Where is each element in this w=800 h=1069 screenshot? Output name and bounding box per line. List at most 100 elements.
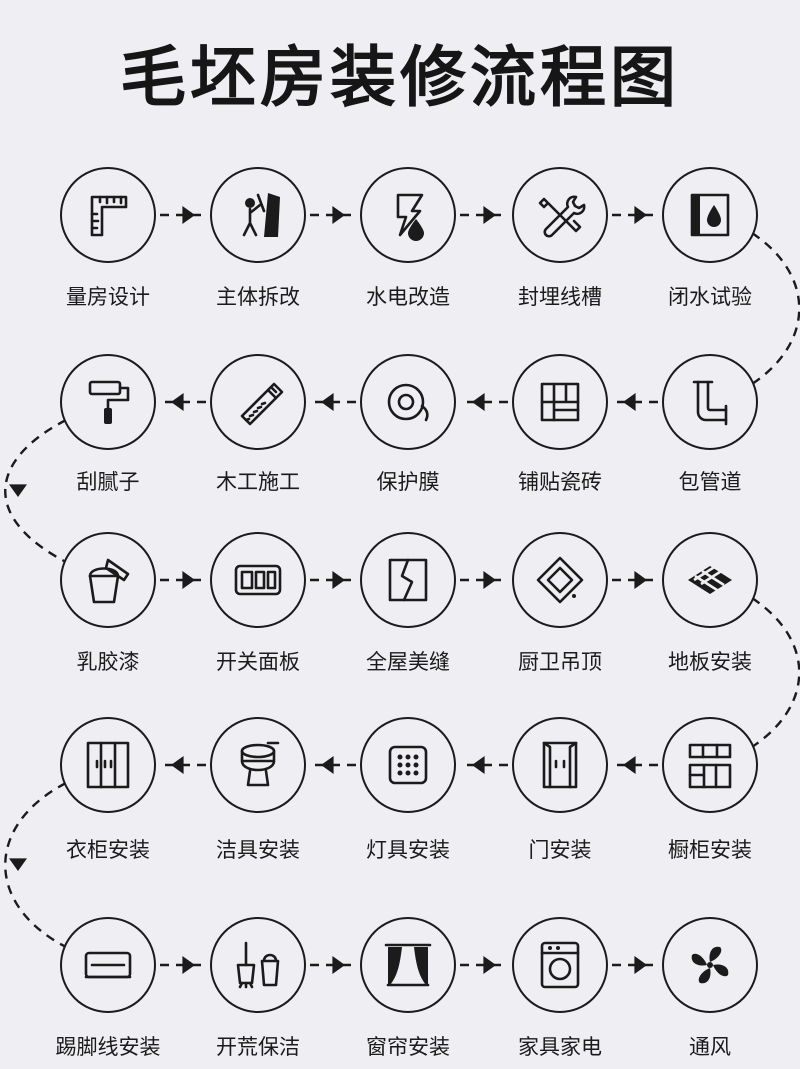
step-node — [210, 354, 306, 450]
waterproof-icon — [690, 193, 730, 237]
arrow-right-icon — [332, 206, 345, 224]
step-node — [662, 354, 758, 450]
water-electric-icon — [396, 193, 424, 241]
curtain-icon — [384, 943, 432, 987]
page-title: 毛坯房装修流程图 — [120, 39, 680, 116]
washing-machine-icon — [540, 941, 580, 989]
kitchen-cabinet-icon — [688, 743, 732, 789]
step-label: 灯具安装 — [366, 838, 450, 862]
cleaning-icon — [236, 941, 280, 989]
step-label: 洁具安装 — [216, 838, 300, 862]
step-node — [662, 717, 758, 813]
step-node — [512, 532, 608, 628]
step-node — [360, 917, 456, 1013]
switch-panel-icon — [234, 564, 282, 596]
step-label: 量房设计 — [66, 285, 150, 309]
step-node — [60, 717, 156, 813]
step-node — [210, 532, 306, 628]
arrow-left-icon — [321, 756, 334, 774]
arrow-left-icon — [472, 756, 485, 774]
step-node — [360, 354, 456, 450]
tools-icon — [538, 195, 586, 238]
step-label: 闭水试验 — [668, 285, 752, 309]
step-node — [512, 917, 608, 1013]
step-label: 衣柜安装 — [66, 838, 150, 862]
step-node — [60, 917, 156, 1013]
step-node — [512, 717, 608, 813]
connector-curve — [4, 781, 67, 949]
step-label: 开荒保洁 — [216, 1035, 300, 1059]
step-label: 门安装 — [528, 838, 592, 862]
arrow-right-icon — [634, 956, 647, 974]
arrow-right-icon — [483, 571, 496, 589]
step-label: 主体拆改 — [216, 285, 300, 309]
step-label: 地板安装 — [668, 650, 752, 674]
step-label: 乳胶漆 — [76, 650, 140, 674]
door-icon — [542, 741, 578, 789]
step-label: 橱柜安装 — [668, 838, 752, 862]
wardrobe-icon — [86, 741, 130, 789]
step-label: 刮腻子 — [76, 470, 140, 494]
arrow-right-icon — [634, 571, 647, 589]
step-label: 踢脚线安装 — [55, 1035, 161, 1059]
step-label: 厨卫吊顶 — [518, 650, 602, 674]
step-node — [60, 532, 156, 628]
saw-icon — [240, 382, 284, 426]
light-panel-icon — [388, 745, 428, 785]
demolition-worker-icon — [242, 193, 280, 237]
step-node — [512, 167, 608, 263]
arrow-left-icon — [171, 756, 184, 774]
arrow-left-icon — [623, 393, 636, 411]
toilet-icon — [240, 741, 280, 787]
step-label: 家具家电 — [518, 1035, 602, 1059]
arrow-right-icon — [483, 206, 496, 224]
fan-icon — [691, 946, 729, 984]
connector-curve — [4, 418, 67, 564]
arrow-right-icon — [634, 206, 647, 224]
arrow-right-icon — [182, 956, 195, 974]
step-node — [360, 167, 456, 263]
step-node — [360, 532, 456, 628]
pipe-icon — [692, 380, 728, 426]
step-node — [210, 167, 306, 263]
ceiling-icon — [536, 556, 584, 604]
baseboard-icon — [84, 951, 132, 979]
tile-icon — [540, 382, 580, 422]
step-node — [512, 354, 608, 450]
step-label: 水电改造 — [366, 285, 450, 309]
step-node — [360, 717, 456, 813]
flooring-icon — [688, 564, 732, 594]
step-node — [662, 917, 758, 1013]
arrow-right-icon — [483, 956, 496, 974]
step-node — [60, 354, 156, 450]
paint-roller-icon — [88, 380, 130, 424]
arrow-right-icon — [332, 956, 345, 974]
tape-roll-icon — [387, 383, 429, 422]
step-label: 木工施工 — [216, 470, 300, 494]
arrow-right-icon — [182, 206, 195, 224]
arrow-left-icon — [171, 393, 184, 411]
step-node — [662, 167, 758, 263]
step-label: 通风 — [689, 1035, 731, 1059]
paint-bucket-icon — [88, 558, 130, 604]
step-label: 全屋美缝 — [366, 650, 450, 674]
step-label: 窗帘安装 — [366, 1035, 450, 1059]
tile-joint-icon — [388, 558, 428, 602]
arrow-left-icon — [472, 393, 485, 411]
arrow-down-icon — [9, 858, 27, 871]
step-node — [210, 717, 306, 813]
step-node — [60, 167, 156, 263]
ruler-icon — [90, 195, 128, 237]
step-node — [662, 532, 758, 628]
arrow-right-icon — [332, 571, 345, 589]
step-label: 封埋线槽 — [518, 285, 602, 309]
step-label: 包管道 — [678, 470, 742, 494]
arrow-left-icon — [321, 393, 334, 411]
step-label: 开关面板 — [216, 650, 300, 674]
step-label: 保护膜 — [376, 470, 440, 494]
arrow-right-icon — [182, 571, 195, 589]
arrow-down-icon — [9, 484, 27, 497]
step-label: 铺贴瓷砖 — [518, 470, 602, 494]
step-node — [210, 917, 306, 1013]
